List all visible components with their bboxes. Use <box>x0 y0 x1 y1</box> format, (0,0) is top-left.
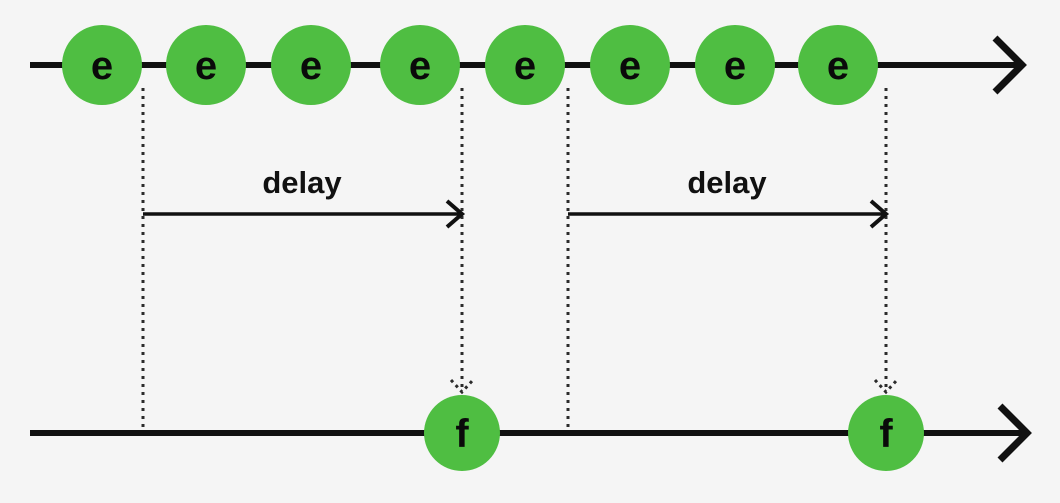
result-stream-arrow-icon <box>997 403 1032 463</box>
source-marble-circle <box>271 25 351 105</box>
result-marble-1[interactable]: f <box>424 395 500 471</box>
source-marble-4[interactable]: e <box>380 25 460 105</box>
source-marble-label: e <box>300 44 322 88</box>
source-marble-label: e <box>91 44 113 88</box>
delay-annotation-2-label: delay <box>687 165 767 200</box>
source-marble-label: e <box>514 44 536 88</box>
result-marble-2[interactable]: f <box>848 395 924 471</box>
source-marble-circle <box>798 25 878 105</box>
delay-annotations-group: delay delay <box>143 165 890 229</box>
source-marble-5[interactable]: e <box>485 25 565 105</box>
result-marble-label: f <box>879 412 893 456</box>
source-marble-1[interactable]: e <box>62 25 142 105</box>
source-marble-label: e <box>195 44 217 88</box>
source-marble-circle <box>590 25 670 105</box>
source-marble-circle <box>695 25 775 105</box>
source-stream-arrow-icon <box>992 35 1027 95</box>
delay-annotation-1-arrow-icon <box>445 199 466 229</box>
source-marble-7[interactable]: e <box>695 25 775 105</box>
source-marble-circle <box>62 25 142 105</box>
guide-lines-group <box>141 88 899 433</box>
source-marble-label: e <box>409 44 431 88</box>
source-marble-3[interactable]: e <box>271 25 351 105</box>
guide-4-arrow-icon <box>873 378 899 395</box>
source-marble-circle <box>380 25 460 105</box>
delay-annotation-1-label: delay <box>262 165 342 200</box>
source-marble-label: e <box>619 44 641 88</box>
source-marble-label: e <box>724 44 746 88</box>
source-marble-8[interactable]: e <box>798 25 878 105</box>
source-marble-label: e <box>827 44 849 88</box>
result-marble-circle <box>424 395 500 471</box>
source-marble-6[interactable]: e <box>590 25 670 105</box>
result-marble-label: f <box>455 412 469 456</box>
source-marble-2[interactable]: e <box>166 25 246 105</box>
result-marble-circle <box>848 395 924 471</box>
guide-2-arrow-icon <box>449 378 475 395</box>
delay-annotation-2-arrow-icon <box>869 199 890 229</box>
source-marble-circle <box>166 25 246 105</box>
source-marble-circle <box>485 25 565 105</box>
